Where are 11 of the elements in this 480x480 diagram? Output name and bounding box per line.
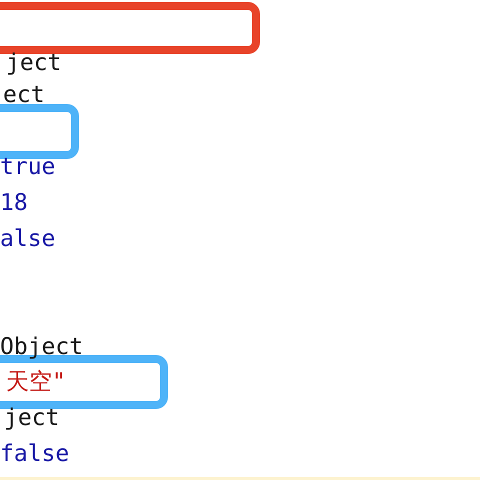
code-text: Object bbox=[0, 333, 84, 362]
code-text: alse bbox=[0, 225, 56, 254]
code-text: 18 bbox=[0, 189, 28, 218]
code-text: false bbox=[0, 440, 70, 469]
code-text: ject bbox=[4, 404, 60, 433]
code-text: 天空" bbox=[6, 368, 66, 397]
highlight-box bbox=[0, 2, 260, 54]
code-text: ject bbox=[6, 49, 62, 78]
code-text: ect bbox=[3, 81, 45, 110]
code-text: true bbox=[0, 153, 56, 182]
highlight-box bbox=[0, 104, 79, 159]
